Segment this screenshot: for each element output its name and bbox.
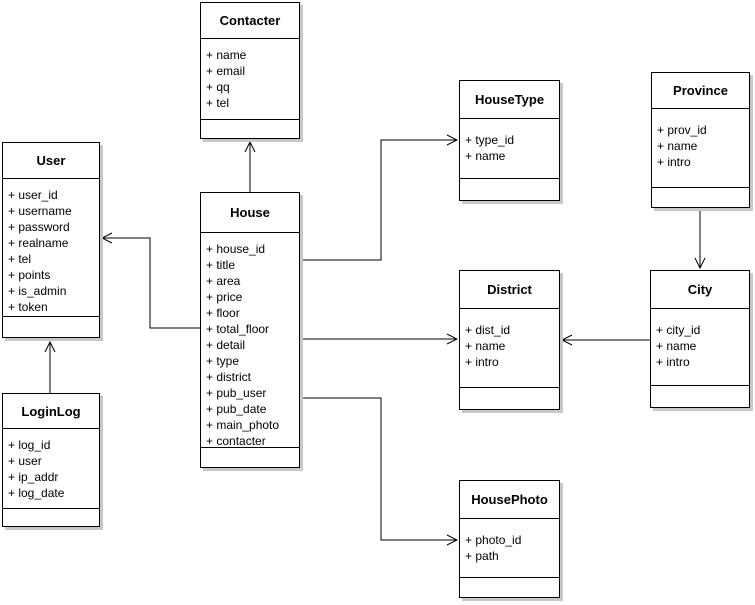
operations-compartment: [460, 577, 559, 597]
attributes-compartment: + name + email + qq + tel: [201, 39, 299, 119]
attributes-compartment: + type_id + name: [460, 119, 559, 178]
attribute-row: + main_photo: [206, 418, 280, 432]
attribute-row: + name: [465, 339, 506, 353]
attribute-row: + is_admin: [8, 284, 67, 298]
attribute-row: + ip_addr: [8, 470, 59, 484]
class-name-house: House: [201, 193, 299, 233]
operations-compartment: [652, 187, 749, 207]
attribute-row: + log_date: [8, 486, 65, 500]
operations-compartment: [201, 447, 299, 467]
attribute-row: + title: [206, 258, 236, 272]
attribute-row: + realname: [8, 236, 69, 250]
class-box-city[interactable]: City + city_id + name + intro: [650, 270, 750, 408]
class-box-province[interactable]: Province + prov_id + name + intro: [651, 72, 750, 208]
attribute-row: + name: [206, 48, 247, 62]
class-name-user: User: [3, 143, 99, 179]
attribute-row: + prov_id: [657, 123, 707, 137]
class-box-user[interactable]: User + user_id + username + password + real…: [2, 142, 100, 338]
attribute-row: + log_id: [8, 438, 51, 452]
class-name-housephoto: HousePhoto: [460, 481, 559, 519]
attribute-row: + type: [206, 354, 240, 368]
class-box-district[interactable]: District + dist_id + name + intro: [459, 270, 560, 410]
attribute-row: + area: [206, 274, 241, 288]
operations-compartment: [201, 119, 299, 138]
class-box-contacter[interactable]: Contacter + name + email + qq + tel: [200, 2, 300, 139]
attributes-compartment: + prov_id + name + intro: [652, 109, 749, 187]
attributes-compartment: + house_id + title + area + price + floor + t…: [201, 233, 299, 447]
attribute-row: + intro: [465, 355, 499, 369]
class-name-district: District: [460, 271, 559, 309]
attribute-row: + name: [656, 339, 697, 353]
attributes-compartment: + log_id + user + ip_addr + log_date: [3, 429, 99, 508]
class-name-city: City: [651, 271, 749, 309]
relation-house-to-housephoto-arrow[interactable]: [300, 397, 457, 540]
operations-compartment: [3, 508, 99, 526]
attribute-row: + tel: [8, 252, 32, 266]
attribute-row: + floor: [206, 306, 240, 320]
attribute-row: + name: [465, 149, 506, 163]
attribute-row: + qq: [206, 80, 230, 94]
attribute-row: + price: [206, 290, 243, 304]
attribute-row: + username: [8, 204, 72, 218]
attribute-row: + type_id: [465, 133, 515, 147]
attribute-row: + detail: [206, 338, 246, 352]
attribute-row: + name: [657, 139, 698, 153]
attribute-row: + district: [206, 370, 252, 384]
attribute-row: + city_id: [656, 323, 701, 337]
class-name-loginlog: LoginLog: [3, 394, 99, 429]
class-name-contacter: Contacter: [201, 3, 299, 39]
attribute-row: + dist_id: [465, 323, 511, 337]
attribute-row: + token: [8, 300, 48, 314]
attribute-row: + password: [8, 220, 70, 234]
relation-house-to-user-arrow[interactable]: [102, 238, 200, 329]
attribute-row: + contacter: [206, 434, 266, 447]
attributes-compartment: + dist_id + name + intro: [460, 309, 559, 387]
attribute-row: + house_id: [206, 242, 266, 256]
class-box-loginlog[interactable]: LoginLog + log_id + user + ip_addr + log_da…: [2, 393, 100, 527]
operations-compartment: [460, 178, 559, 200]
attributes-compartment: + user_id + username + password + realname +…: [3, 179, 99, 316]
relation-house-to-housetype-arrow[interactable]: [300, 140, 457, 261]
operations-compartment: [3, 316, 99, 337]
attributes-compartment: + photo_id + path: [460, 519, 559, 577]
class-box-housetype[interactable]: HouseType + type_id + name: [459, 80, 560, 201]
attribute-row: + email: [206, 64, 246, 78]
attribute-row: + tel: [206, 96, 230, 110]
attribute-row: + pub_date: [206, 402, 267, 416]
class-name-province: Province: [652, 73, 749, 109]
attribute-row: + path: [465, 549, 499, 563]
operations-compartment: [460, 387, 559, 409]
attribute-row: + intro: [656, 355, 690, 369]
attribute-row: + user_id: [8, 188, 58, 202]
class-box-housephoto[interactable]: HousePhoto + photo_id + path: [459, 480, 560, 598]
attribute-row: + user: [8, 454, 42, 468]
class-name-housetype: HouseType: [460, 81, 559, 119]
attribute-row: + points: [8, 268, 51, 282]
attributes-compartment: + city_id + name + intro: [651, 309, 749, 385]
class-box-house[interactable]: House + house_id + title + area + price + fl…: [200, 192, 300, 468]
operations-compartment: [651, 385, 749, 407]
attribute-row: + intro: [657, 155, 691, 169]
attribute-row: + photo_id: [465, 533, 522, 547]
attribute-row: + total_floor: [206, 322, 270, 336]
attribute-row: + pub_user: [206, 386, 267, 400]
